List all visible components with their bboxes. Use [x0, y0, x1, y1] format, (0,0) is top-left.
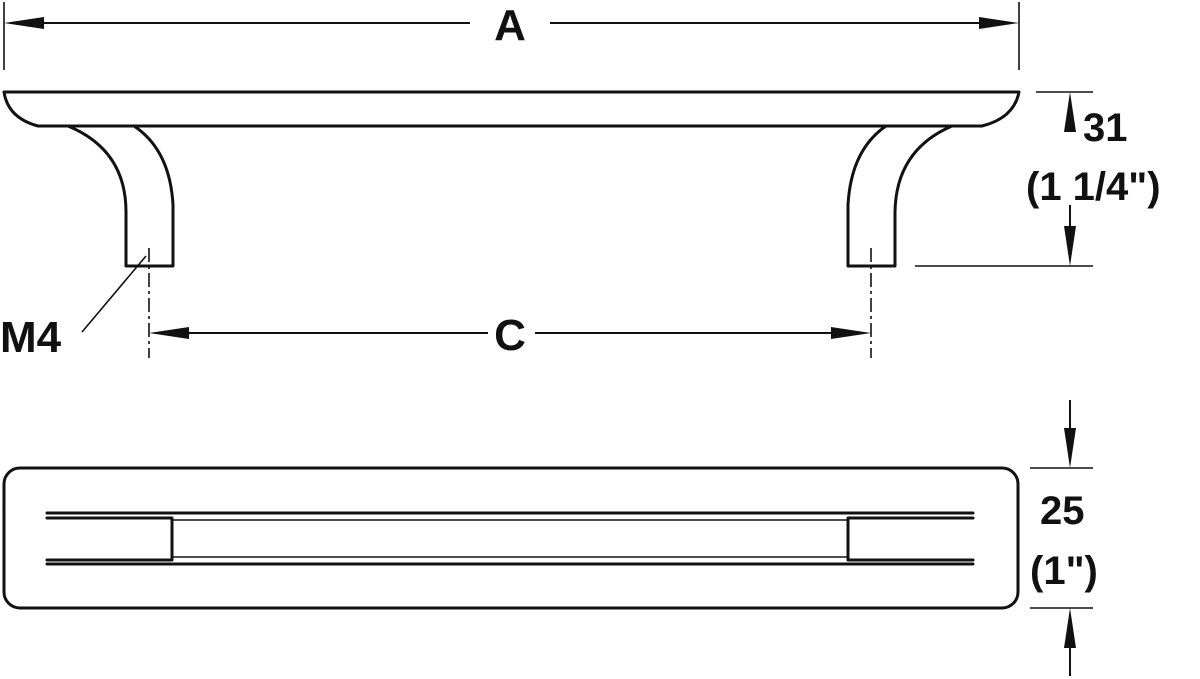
- height-arrow-top: [1064, 92, 1076, 132]
- width-mm-label: 25: [1040, 489, 1085, 533]
- thread-leader-line: [81, 255, 147, 333]
- dimension-c: C: [149, 311, 871, 360]
- dimension-a-arrow-right: [979, 17, 1019, 29]
- foot-outline-right: [846, 516, 975, 562]
- dimension-a-label: A: [494, 1, 526, 50]
- foot-outline-left: [45, 516, 174, 562]
- dimension-c-arrow-left: [149, 327, 189, 339]
- width-in-label: (1"): [1030, 549, 1098, 593]
- dimension-height: 31 (1 1/4"): [915, 91, 1161, 267]
- handle-leg-left: [66, 124, 175, 268]
- dimension-a-arrow-left: [4, 17, 44, 29]
- top-view: 25 (1"): [2, 400, 1098, 676]
- side-view: A C M4 31: [0, 1, 1161, 362]
- thread-callout: M4: [0, 255, 147, 362]
- height-in-label: (1 1/4"): [1026, 165, 1161, 209]
- width-arrow-bottom: [1064, 608, 1076, 648]
- handle-top-outline: [2, 466, 1020, 610]
- width-arrow-top: [1064, 428, 1076, 468]
- thread-label: M4: [0, 313, 62, 362]
- dimension-a: A: [3, 1, 1020, 70]
- height-arrow-bottom: [1064, 226, 1076, 266]
- height-mm-label: 31: [1083, 106, 1128, 150]
- dimension-c-label: C: [494, 311, 526, 360]
- handle-bar: [2, 90, 1021, 128]
- handle-leg-right: [846, 124, 954, 268]
- dimension-width: 25 (1"): [1030, 400, 1098, 676]
- dimension-c-arrow-right: [831, 327, 871, 339]
